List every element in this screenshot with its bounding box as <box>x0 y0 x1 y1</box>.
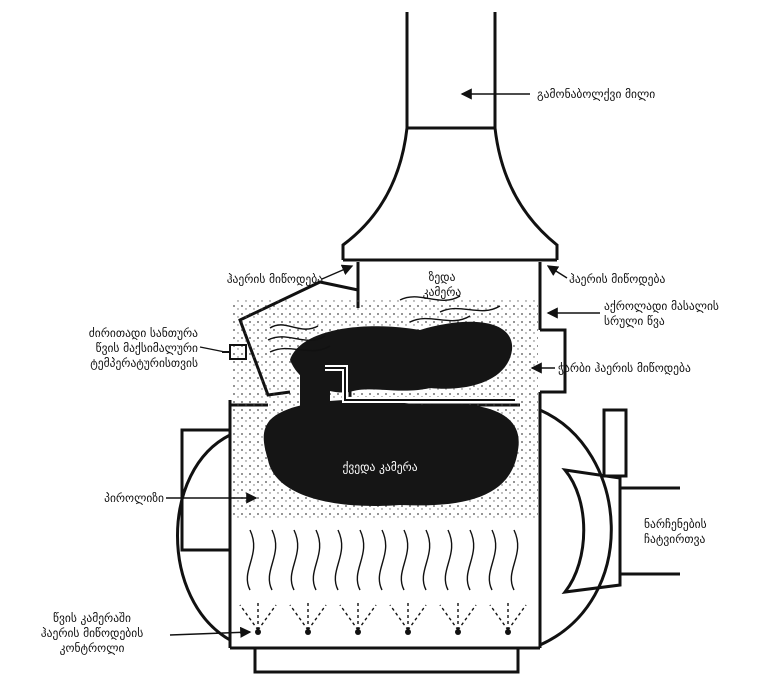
label-excess-air: ჭარბი ჰაერის მიწოდება <box>558 361 691 376</box>
label-air-supply-left: ჰაერის მიწოდება <box>175 272 323 287</box>
label-upper-chamber: ზედა კამერა <box>392 270 492 300</box>
air-nozzles <box>240 600 526 630</box>
label-volatile-combustion: აქროლადი მასალის სრული წვა <box>604 299 719 329</box>
label-air-supply-right: ჰაერის მიწოდება <box>569 272 665 287</box>
label-pyrolysis: პიროლიზი <box>50 491 164 506</box>
label-lower-chamber: ქვედა კამერა <box>330 460 430 475</box>
label-air-control: წვის კამერაში ჰაერის მიწოდების კონტროლი <box>18 611 166 656</box>
label-chimney: გამონაბოლქვი მილი <box>537 87 655 102</box>
label-main-burner: ძირითადი სანთურა წვის მაქსიმალური ტემპერ… <box>30 326 198 371</box>
flames-lower <box>247 530 517 590</box>
label-waste-loading: ნარჩენების ჩატვირთვა <box>644 517 707 547</box>
chimney <box>343 12 557 260</box>
